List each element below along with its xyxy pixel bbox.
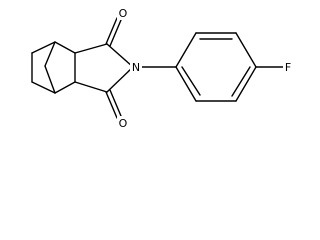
bond <box>54 41 76 54</box>
fluorine-atom-label: F <box>285 61 291 74</box>
carbonyl-bond <box>105 17 118 45</box>
imide-ring <box>74 17 134 119</box>
bond <box>106 66 134 93</box>
fluorophenyl-ring <box>138 32 284 102</box>
bond <box>74 43 108 54</box>
carbonyl-bond <box>109 19 122 47</box>
bond <box>106 43 134 68</box>
atom-labels: O N O F <box>117 6 294 130</box>
nitrogen-atom-label: N <box>132 61 140 74</box>
chemical-structure: O N O F <box>31 6 294 130</box>
aromatic-bond <box>231 66 251 97</box>
carbonyl-bond <box>109 89 122 117</box>
bridge-bond <box>44 65 56 94</box>
bond <box>175 32 197 68</box>
bond <box>175 66 197 102</box>
aromatic-bond <box>181 66 201 96</box>
bond <box>235 32 257 68</box>
oxygen-atom-label: O <box>119 117 128 130</box>
bond <box>235 66 257 102</box>
bridge-bond <box>44 41 56 67</box>
oxygen-atom-label: O <box>119 7 128 20</box>
bond <box>31 81 56 94</box>
norbornane-ring <box>31 41 76 94</box>
bond <box>74 81 108 93</box>
bond <box>54 81 76 94</box>
carbonyl-bond <box>105 91 118 119</box>
bond <box>31 41 56 54</box>
